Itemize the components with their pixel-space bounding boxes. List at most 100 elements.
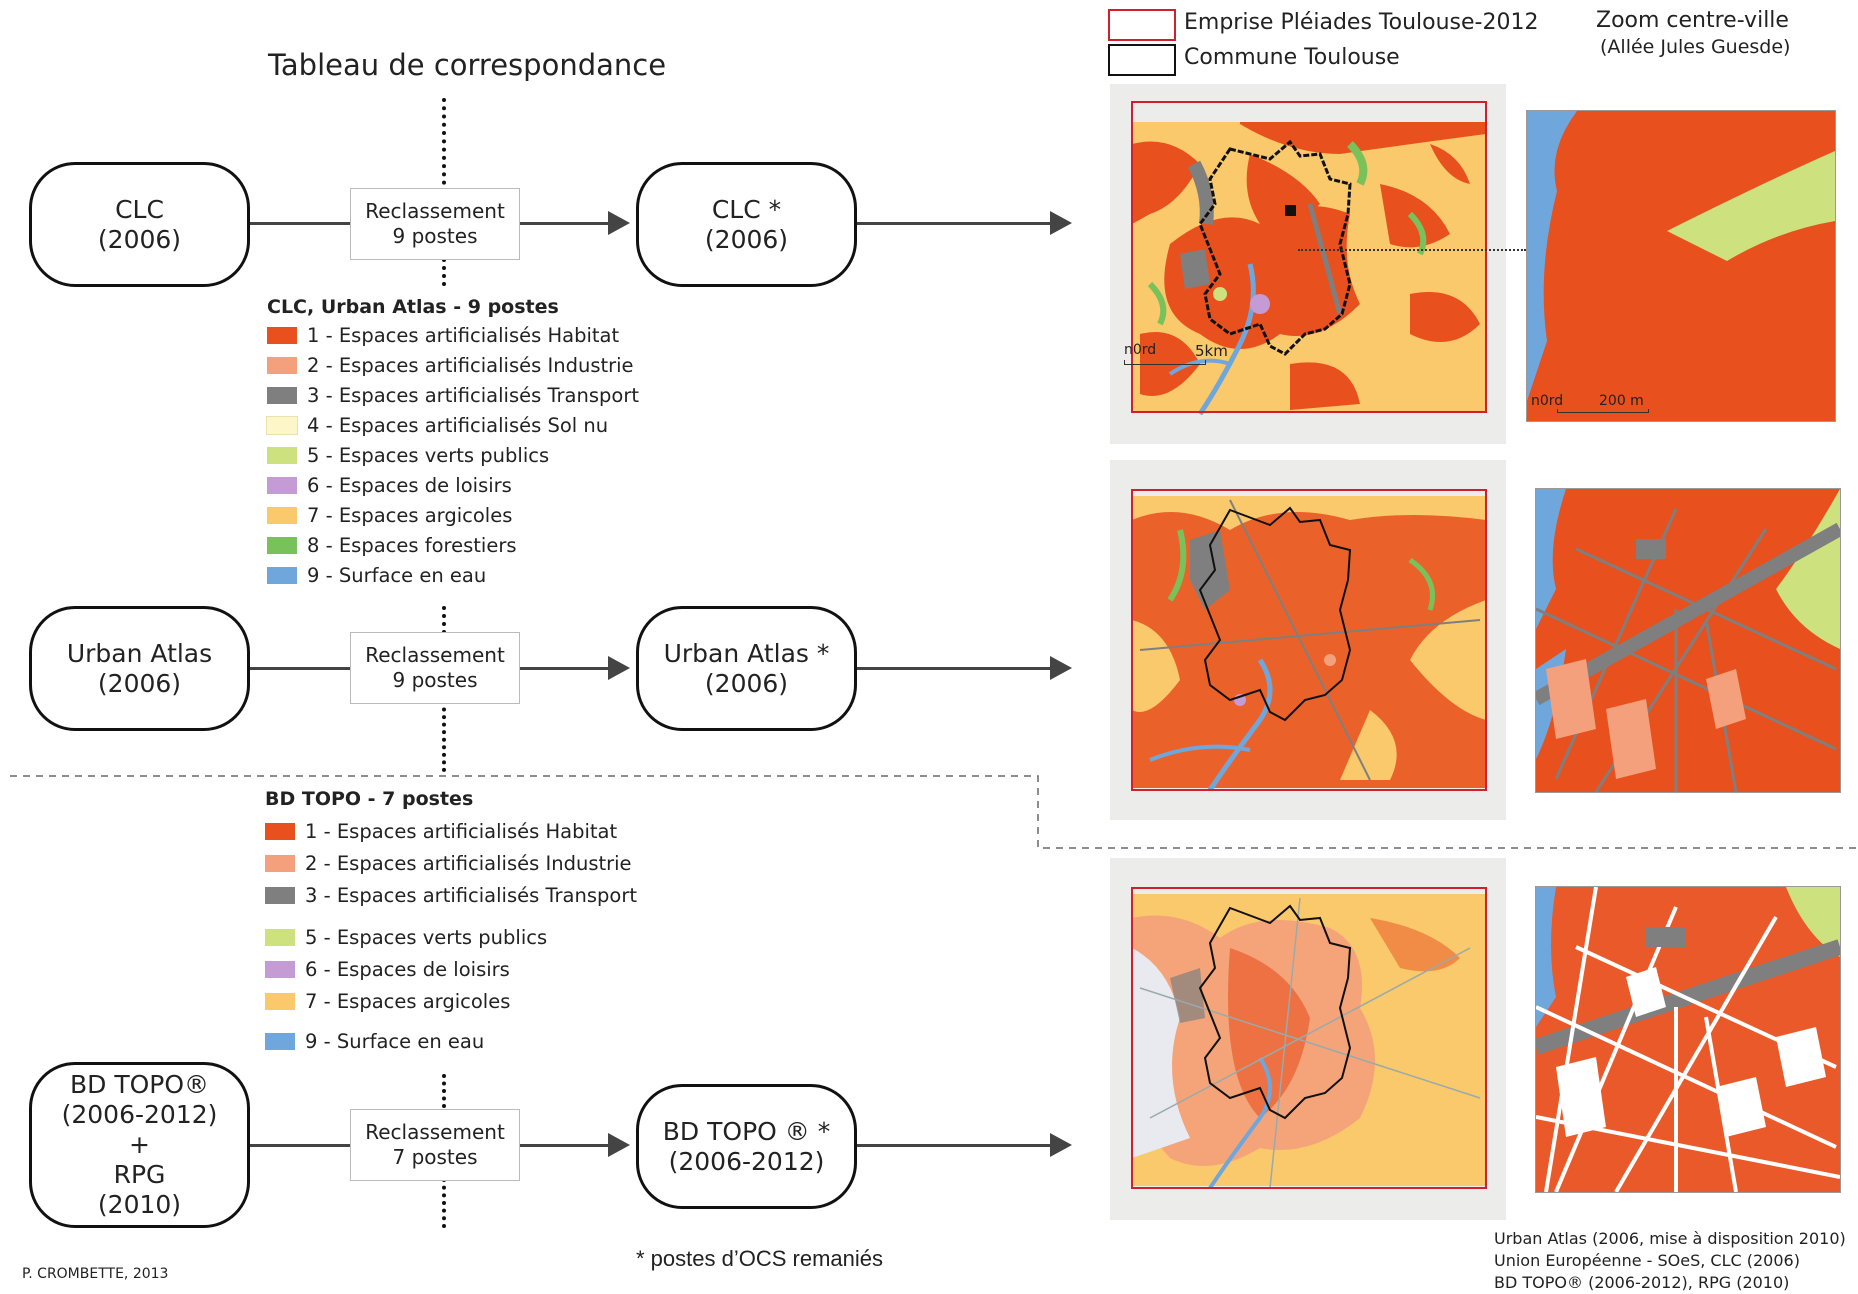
legend-item: 6 - Espaces de loisirs: [265, 958, 510, 981]
source-box-clc: CLC (2006): [29, 162, 250, 287]
reclass-label: Reclassement: [365, 199, 505, 223]
zoom-urban-atlas-graphic: [1536, 489, 1840, 792]
zoom-clc: n0rd 200 m: [1526, 110, 1836, 422]
map-clc: n0rd 5km: [1110, 84, 1506, 444]
legend-label: 4 - Espaces artificialisés Sol nu: [307, 414, 609, 437]
legend1-title: CLC, Urban Atlas - 9 postes: [267, 296, 559, 318]
legend-swatch: [267, 477, 297, 494]
target-year: (2006-2012): [668, 1146, 825, 1176]
legend-swatch: [265, 823, 295, 840]
legend-item: 2 - Espaces artificialisés Industrie: [265, 852, 632, 875]
legend-item: 5 - Espaces verts publics: [267, 444, 549, 467]
arrow-head: [1050, 211, 1072, 235]
source-name: CLC: [115, 194, 164, 224]
source-credit: Union Européenne - SOeS, CLC (2006): [1494, 1251, 1800, 1270]
reclass-label: Reclassement: [365, 1120, 505, 1144]
reclass-box-clc: Reclassement 9 postes: [350, 188, 520, 260]
footnote: * postes d’OCS remaniés: [636, 1246, 883, 1271]
scale-label: 5km: [1195, 342, 1228, 360]
column-separator: [442, 98, 446, 193]
source-name: Urban Atlas: [66, 638, 213, 668]
map-urban-atlas: [1110, 460, 1506, 820]
source-year: (2006): [97, 668, 182, 698]
emprise-swatch: [1108, 9, 1176, 41]
reclass-count: 9 postes: [392, 668, 478, 692]
target-year: (2006): [704, 224, 789, 254]
legend-swatch: [267, 327, 297, 344]
column-separator: [442, 1074, 446, 1108]
zoom-clc-graphic: [1527, 111, 1835, 401]
map-bd-topo: [1110, 858, 1506, 1220]
arrow-head: [608, 211, 630, 235]
target-box-bd-topo: BD TOPO ® * (2006-2012): [636, 1084, 857, 1209]
legend-swatch: [265, 993, 295, 1010]
map-bd-topo-graphic: [1131, 887, 1487, 1190]
target-name: CLC *: [711, 194, 782, 224]
scale-bar: [1557, 409, 1649, 413]
target-name: Urban Atlas *: [663, 638, 830, 668]
flow-line: [854, 667, 1054, 670]
map-clc-graphic: [1131, 101, 1487, 416]
source-credit: Urban Atlas (2006, mise à disposition 20…: [1494, 1229, 1846, 1248]
legend-swatch: [267, 357, 297, 374]
legend-item: 1 - Espaces artificialisés Habitat: [265, 820, 617, 843]
sources: Urban Atlas (2006, mise à disposition 20…: [1494, 1228, 1846, 1294]
legend-item: 8 - Espaces forestiers: [267, 534, 517, 557]
legend-label: 6 - Espaces de loisirs: [307, 474, 512, 497]
legend-item: 7 - Espaces argicoles: [265, 990, 510, 1013]
source-year-rpg: (2010): [97, 1190, 182, 1219]
reclass-box-bd-topo: Reclassement 7 postes: [350, 1109, 520, 1181]
source-credit: BD TOPO® (2006-2012), RPG (2010): [1494, 1273, 1790, 1292]
legend-label: 2 - Espaces artificialisés Industrie: [307, 354, 634, 377]
arrow-head: [1050, 1133, 1072, 1157]
source-box-urban-atlas: Urban Atlas (2006): [29, 606, 250, 731]
reclass-count: 9 postes: [392, 224, 478, 248]
north-label: n0rd: [1531, 393, 1564, 409]
emprise-label: Emprise Pléiades Toulouse-2012: [1184, 10, 1539, 35]
column-separator: [442, 258, 446, 286]
legend-swatch: [267, 537, 297, 554]
reclass-label: Reclassement: [365, 643, 505, 667]
arrow-head: [608, 1133, 630, 1157]
legend-label: 1 - Espaces artificialisés Habitat: [307, 324, 620, 347]
zoom-bd-topo: [1535, 886, 1841, 1193]
target-box-urban-atlas: Urban Atlas * (2006): [636, 606, 857, 731]
scale-bar: [1124, 360, 1206, 365]
commune-label: Commune Toulouse: [1184, 45, 1400, 70]
author-credit: P. CROMBETTE, 2013: [22, 1266, 169, 1282]
commune-swatch: [1108, 44, 1176, 76]
target-year: (2006): [704, 668, 789, 698]
target-box-clc: CLC * (2006): [636, 162, 857, 287]
column-separator: [442, 606, 446, 642]
legend-item: 9 - Surface en eau: [267, 564, 486, 587]
legend-item: 3 - Espaces artificialisés Transport: [265, 884, 637, 907]
legend-label: 2 - Espaces artificialisés Industrie: [305, 852, 632, 875]
legend-swatch: [265, 929, 295, 946]
legend-swatch: [265, 887, 295, 904]
zoom-subtitle: (Allée Jules Guesde): [1600, 36, 1791, 58]
source-plus: +: [129, 1130, 150, 1159]
legend2-title: BD TOPO - 7 postes: [265, 788, 474, 810]
legend-swatch: [265, 1033, 295, 1050]
legend-swatch: [267, 387, 297, 404]
legend-label: 9 - Surface en eau: [305, 1030, 485, 1053]
source-name: BD TOPO®: [69, 1070, 210, 1099]
source-year: (2006-2012): [61, 1100, 218, 1129]
legend-item: 9 - Surface en eau: [265, 1030, 484, 1053]
legend-label: 7 - Espaces argicoles: [305, 990, 511, 1013]
zoom-urban-atlas: [1535, 488, 1841, 793]
target-name: BD TOPO ® *: [662, 1116, 831, 1146]
zoom-title: Zoom centre-ville: [1596, 8, 1789, 33]
legend-item: 7 - Espaces argicoles: [267, 504, 512, 527]
legend-swatch: [267, 507, 297, 524]
scale-label: 200 m: [1599, 393, 1644, 409]
legend-swatch: [267, 567, 297, 584]
column-separator: [442, 700, 446, 772]
column-separator: [442, 1178, 446, 1228]
legend-label: 5 - Espaces verts publics: [305, 926, 548, 949]
zoom-connector: [1298, 249, 1526, 251]
legend-item: 1 - Espaces artificialisés Habitat: [267, 324, 619, 347]
legend-label: 7 - Espaces argicoles: [307, 504, 513, 527]
legend-swatch: [267, 447, 297, 464]
legend-swatch: [265, 855, 295, 872]
